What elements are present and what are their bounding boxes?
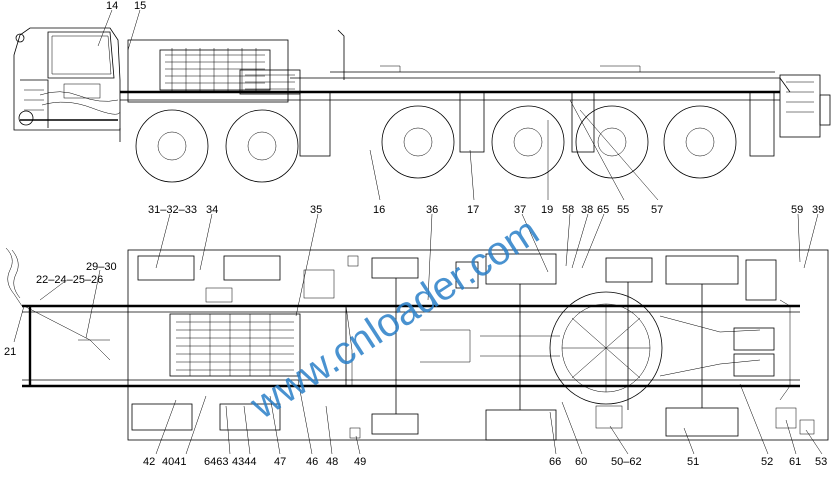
callout-19: 19 bbox=[541, 204, 553, 216]
callout-61: 61 bbox=[789, 456, 801, 468]
callout-29-30: 29–30 bbox=[86, 261, 117, 273]
callout-46: 46 bbox=[306, 456, 318, 468]
callout-31-32-33: 31–32–33 bbox=[148, 204, 197, 216]
callout-51: 51 bbox=[687, 456, 699, 468]
callout-39: 39 bbox=[812, 204, 824, 216]
callout-64-63: 6463 bbox=[204, 456, 228, 468]
callout-66: 66 bbox=[549, 456, 561, 468]
side-view-leaders bbox=[97, 9, 659, 201]
callout-37: 37 bbox=[514, 204, 526, 216]
engine bbox=[159, 48, 301, 95]
axles-plan bbox=[371, 253, 777, 441]
callout-40-41: 4041 bbox=[162, 456, 186, 468]
callout-60: 60 bbox=[575, 456, 587, 468]
callout-43-44: 4344 bbox=[232, 456, 256, 468]
callout-65: 65 bbox=[597, 204, 609, 216]
callout-59: 59 bbox=[791, 204, 803, 216]
callout-49: 49 bbox=[354, 456, 366, 468]
callout-52: 52 bbox=[761, 456, 773, 468]
callout-22-24-25-26: 22–24–25–26 bbox=[36, 274, 103, 286]
callout-35: 35 bbox=[310, 204, 322, 216]
callout-55: 55 bbox=[617, 204, 629, 216]
callout-21: 21 bbox=[4, 346, 16, 358]
callout-53: 53 bbox=[815, 456, 827, 468]
callout-15: 15 bbox=[134, 0, 146, 12]
callout-36: 36 bbox=[426, 204, 438, 216]
callout-42: 42 bbox=[143, 456, 155, 468]
wheels-side bbox=[135, 105, 737, 183]
callout-14: 14 bbox=[106, 0, 118, 12]
callout-47: 47 bbox=[274, 456, 286, 468]
callout-38: 38 bbox=[581, 204, 593, 216]
callout-58: 58 bbox=[562, 204, 574, 216]
callout-50-62: 50–62 bbox=[611, 456, 642, 468]
callout-17: 17 bbox=[467, 204, 479, 216]
watermark: www.cnloader.com bbox=[242, 209, 546, 428]
callout-57: 57 bbox=[651, 204, 663, 216]
chassis-plan-view bbox=[5, 247, 829, 441]
callout-34: 34 bbox=[206, 204, 218, 216]
plan-view-leaders bbox=[13, 213, 823, 455]
callout-16: 16 bbox=[373, 204, 385, 216]
callout-labels: 14 15 16 17 19 55 57 31–32–33 34 35 36 3… bbox=[4, 0, 827, 468]
callout-48: 48 bbox=[326, 456, 338, 468]
truck-side-view bbox=[13, 27, 831, 183]
